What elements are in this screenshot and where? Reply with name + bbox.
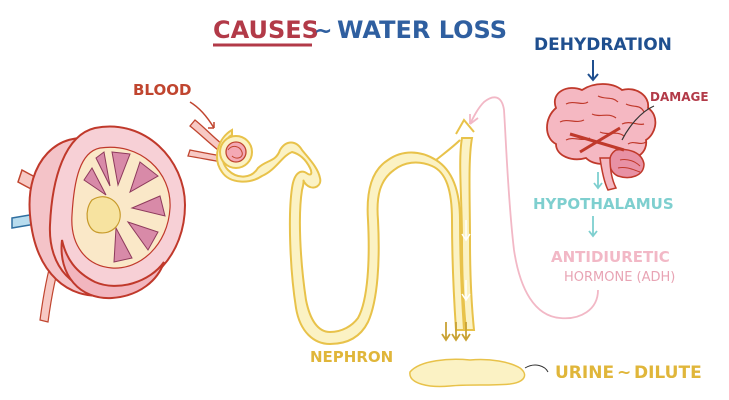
label-damage: DAMAGE (650, 90, 709, 104)
label-antidiuretic: ANTIDIURETIC (551, 248, 670, 266)
glomerulus (219, 135, 253, 169)
title-causes: CAUSES (213, 16, 319, 44)
label-dehydration: DEHYDRATION (534, 35, 672, 55)
damage-cross (569, 126, 625, 154)
afferent-vessel (189, 119, 223, 151)
urine-pointer (524, 364, 549, 373)
label-blood: BLOOD (133, 81, 191, 99)
label-urine: URINE (555, 363, 614, 383)
label-nephron: NEPHRON (310, 348, 393, 366)
urine-drip-arrows (441, 322, 471, 342)
adh-feedback-arrow (469, 96, 599, 320)
adh-feedback-arrowhead (469, 114, 479, 125)
title-water-loss: WATER LOSS (337, 16, 507, 44)
hypothalamus-to-adh-arrow (588, 216, 598, 238)
label-hormone: HORMONE (ADH) (564, 270, 675, 285)
blood-pointer-head (208, 122, 215, 129)
label-hypothalamus: HYPOTHALAMUS (533, 195, 674, 213)
blood-pointer (189, 101, 215, 129)
title-tilde: ~ (314, 19, 332, 44)
nephron-tubule (216, 118, 476, 346)
brain-illustration (546, 83, 657, 191)
label-dilute: DILUTE (634, 363, 702, 383)
urine-puddle (409, 358, 526, 388)
kidney-illustration (11, 125, 187, 323)
brain-to-hypothalamus-arrow (593, 172, 603, 190)
label-urine-tilde: ~ (617, 363, 631, 383)
dehydration-arrow (587, 60, 599, 82)
damage-pointer (621, 105, 655, 141)
duct-flow-arrows (461, 220, 471, 302)
